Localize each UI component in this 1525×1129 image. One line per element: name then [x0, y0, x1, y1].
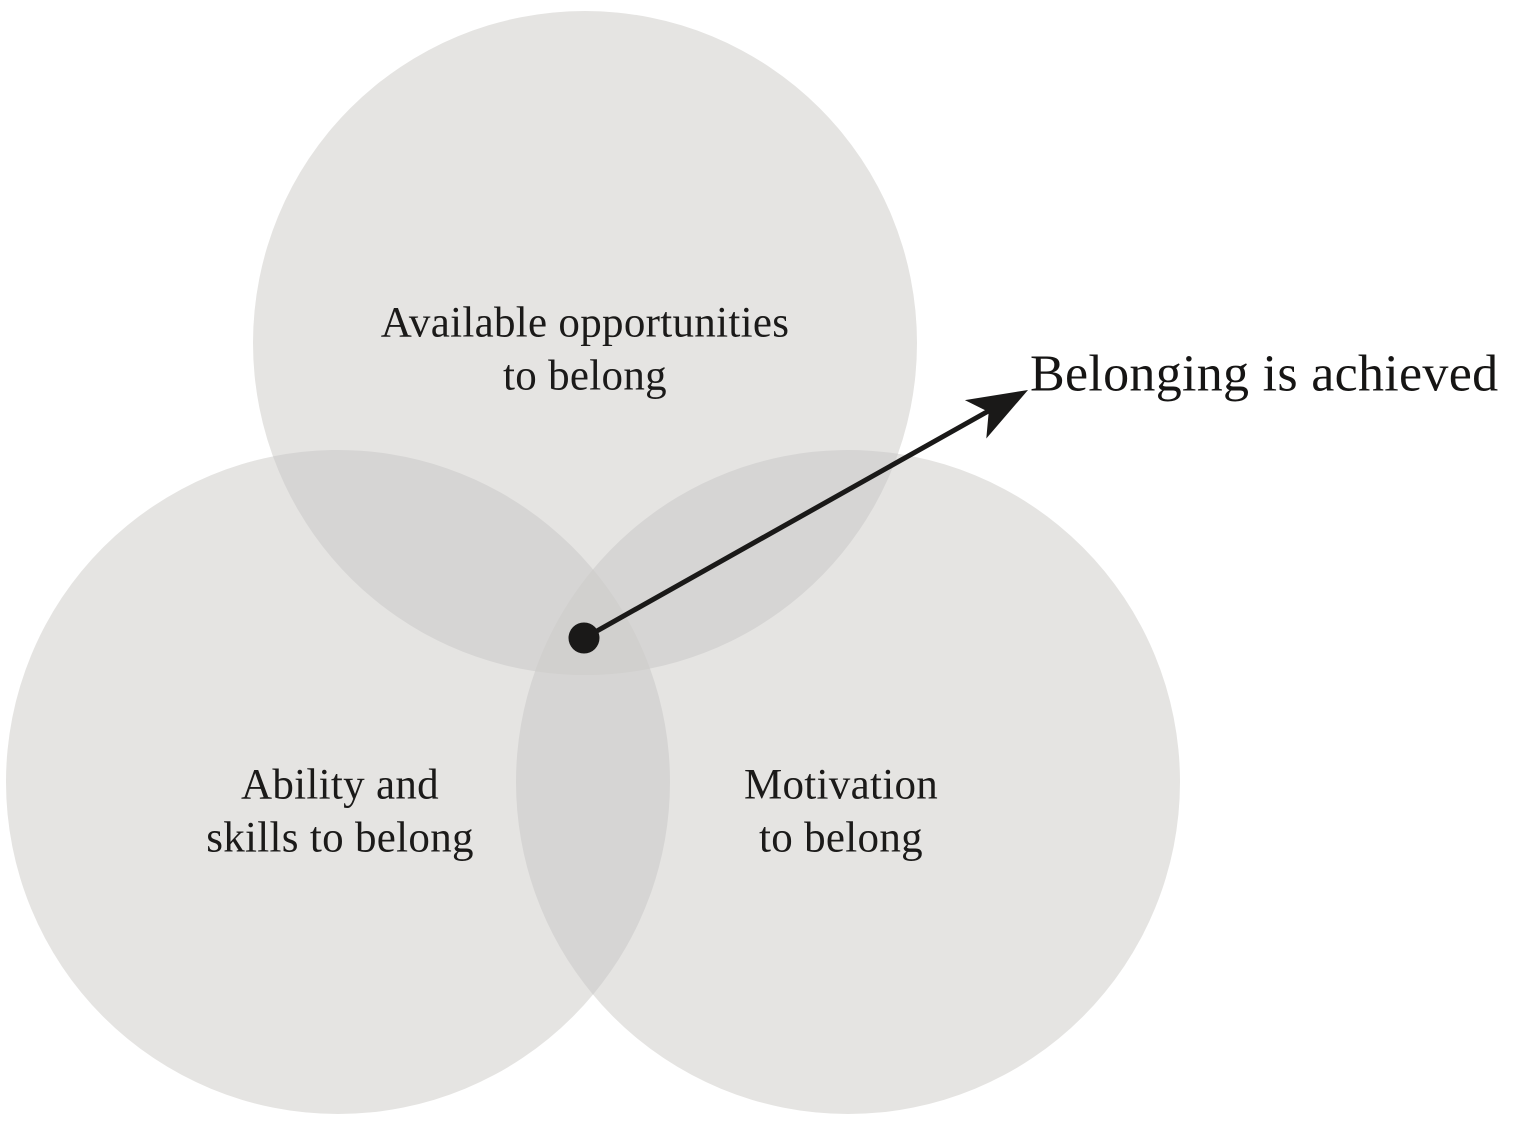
circle-label-motivation: Motivation to belong [743, 761, 939, 862]
circle-label-opportunities: Available opportunities to belong [380, 299, 790, 400]
overlap-core [535, 569, 650, 676]
center-dot [568, 622, 600, 654]
callout-arrowhead [964, 390, 1028, 439]
callout-arrow-line [586, 406, 994, 639]
overlap-ability-motivation [516, 569, 670, 995]
circle-label-ability: Ability and skills to belong [206, 761, 474, 862]
callout-label: Belonging is achieved [1030, 345, 1499, 403]
overlap-opportunities-ability [273, 449, 650, 676]
